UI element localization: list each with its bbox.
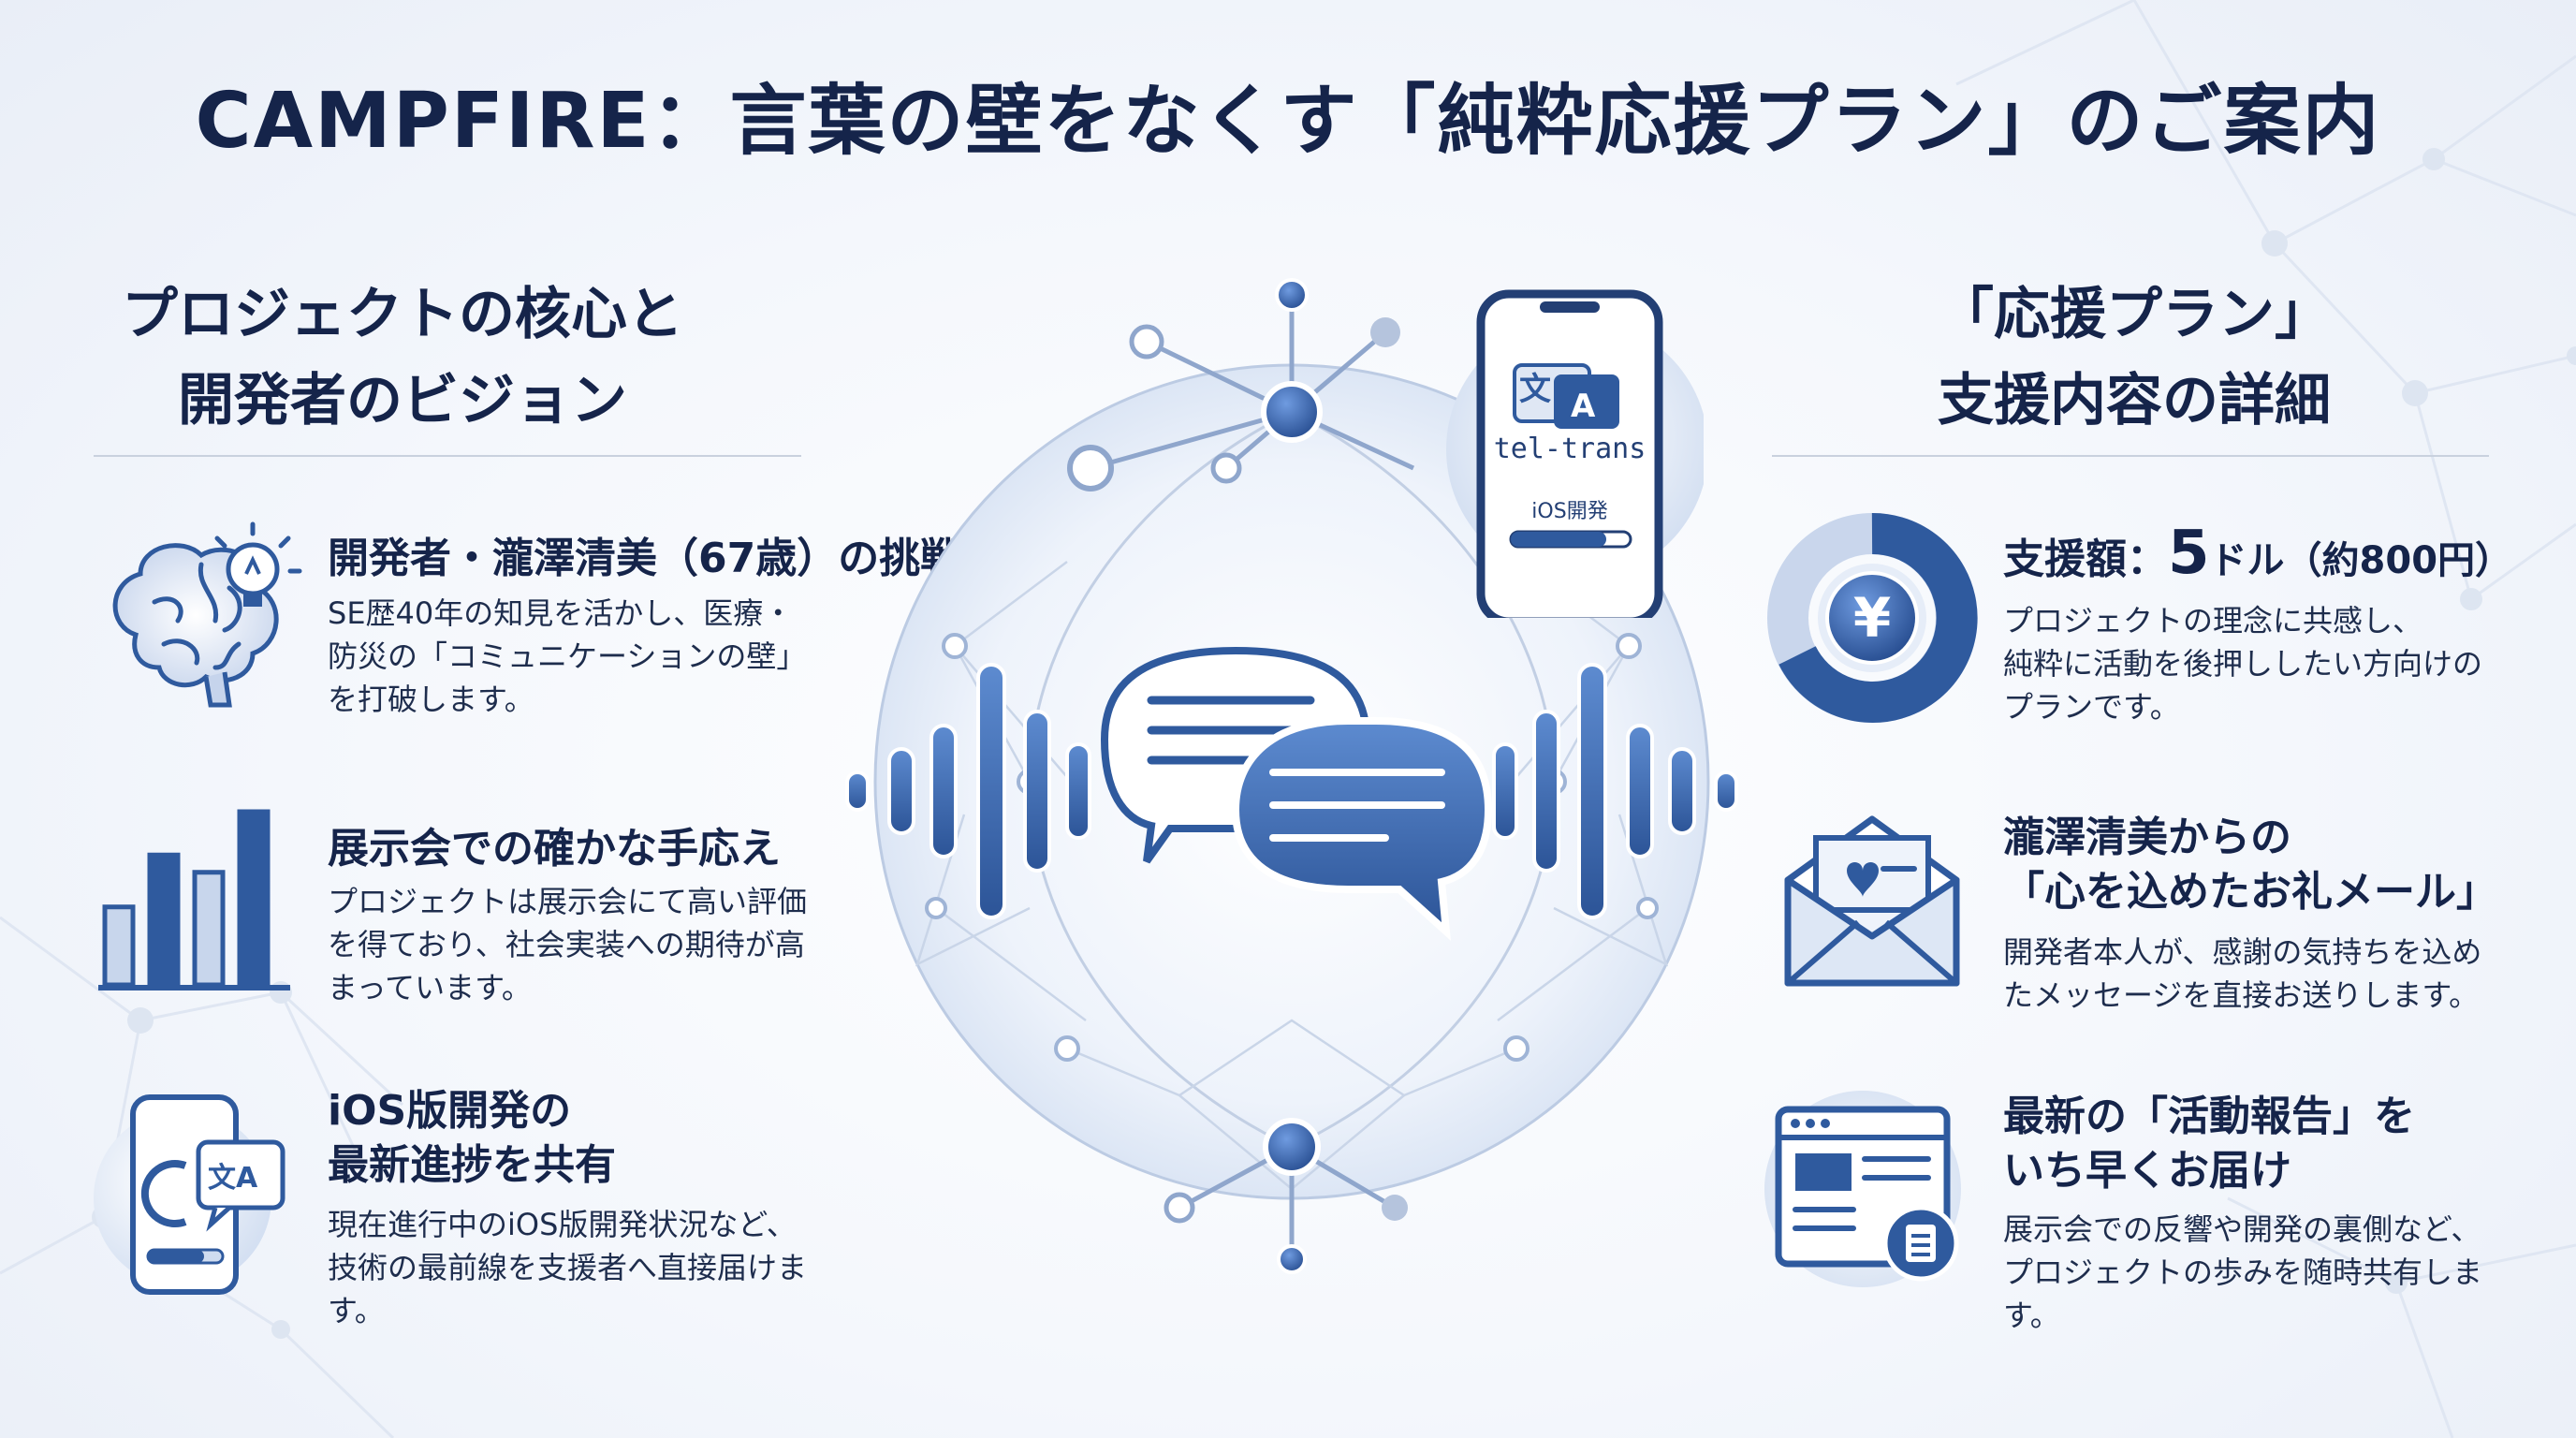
left-item-1-title: 開発者・瀧澤清美（67歳）の挑戦	[328, 535, 962, 582]
support-amount-unit: ドル（約800円）	[2209, 539, 2513, 582]
bar-chart-bar	[102, 904, 136, 988]
report-window-icon	[1764, 1091, 1961, 1287]
left-item-2-body-line: まっています。	[328, 970, 532, 1005]
sound-wave-left	[845, 663, 1091, 919]
chat-bubbles-icon	[1100, 646, 1493, 941]
left-item-1-body-line: SE歴40年の知見を活かし、医療・	[328, 595, 794, 631]
bar-chart-bar	[147, 852, 181, 988]
translate-icon: 文	[1519, 371, 1551, 408]
right-item-3-body-line: す。	[2003, 1298, 2060, 1333]
left-item-1-body: SE歴40年の知見を活かし、医療・ 防災の「コミュニケーションの壁」 を打破しま…	[328, 592, 806, 721]
svg-text:¥: ¥	[1853, 586, 1891, 650]
left-item-1-body-line: を打破します。	[328, 682, 534, 717]
left-item-3-title-line: iOS版開発の	[328, 1087, 572, 1135]
right-divider	[1772, 455, 2489, 457]
left-heading-line-1: プロジェクトの核心と	[122, 282, 683, 347]
page-title: CAMPFIRE：言葉の壁をなくす「純粋応援プラン」のご案内	[195, 77, 2381, 166]
bottom-network-nodes	[1164, 1118, 1408, 1274]
yen-coin-icon: ¥	[1767, 512, 1978, 723]
right-item-3-body-line: 展示会での反響や開発の裏側など、	[2003, 1211, 2481, 1247]
left-item-3-body-line: 技術の最前線を支援者へ直接届けま	[328, 1250, 808, 1285]
sound-wave-right	[1492, 663, 1738, 919]
left-item-3-title-line: 最新進捗を共有	[328, 1141, 616, 1189]
right-item-1-body-line: 純粋に活動を後押ししたい方向けの	[2003, 646, 2483, 682]
ios-progress-bar	[1511, 532, 1606, 547]
phone-frame: 文 A	[1446, 289, 1704, 618]
svg-text:A: A	[1571, 388, 1596, 425]
left-item-3-body-line: 現在進行中のiOS版開発状況など、	[328, 1207, 797, 1242]
right-item-2-body-line: 開発者本人が、感謝の気持ちを込め	[2003, 934, 2482, 970]
right-item-1-body: プロジェクトの理念に共感し、 純粋に活動を後押ししたい方向けの プランです。	[2003, 599, 2482, 728]
right-item-3-body-line: プロジェクトの歩みを随時共有しま	[2003, 1255, 2483, 1290]
left-heading-line-2: 開発者のビジョン	[178, 368, 627, 433]
left-item-1-body-line: 防災の「コミュニケーションの壁」	[328, 638, 807, 674]
bar-chart-icon	[98, 809, 290, 990]
support-amount-label: 支援額：	[2003, 536, 2168, 583]
right-item-3-body: 展示会での反響や開発の裏側など、 プロジェクトの歩みを随時共有しま す。	[2003, 1208, 2482, 1337]
right-item-2-title-line: 「心を込めたお礼メール」	[2003, 868, 2497, 916]
right-item-1-body-line: プロジェクトの理念に共感し、	[2003, 603, 2423, 638]
phone-mockup: 文 A tel-trans iOS開発	[1423, 281, 1704, 618]
bar-chart-bar	[237, 809, 271, 988]
top-network-nodes	[1067, 278, 1415, 492]
left-item-3-title: iOS版開発の 最新進捗を共有	[328, 1084, 616, 1193]
left-item-2-body: プロジェクトは展示会にて高い評価 を得ており、社会実装への期待が高 まっています…	[328, 880, 807, 1009]
right-item-2-title: 瀧澤清美からの 「心を込めたお礼メール」	[2003, 811, 2497, 919]
brain-lightbulb-icon	[112, 521, 302, 708]
right-item-2-body: 開発者本人が、感謝の気持ちを込め たメッセージを直接お送りします。	[2003, 931, 2481, 1017]
right-heading: 「応援プラン」 支援内容の詳細	[1811, 271, 2457, 444]
left-item-2-title: 展示会での確かな手応え	[328, 825, 781, 873]
left-item-3-body-line: す。	[328, 1293, 385, 1328]
phone-translate-icon: 文A	[94, 1094, 285, 1295]
right-item-3-title-line: いち早くお届け	[2003, 1147, 2291, 1195]
support-amount-value: 5	[2168, 519, 2210, 588]
left-item-3-body: 現在進行中のiOS版開発状況など、 技術の最前線を支援者へ直接届けま す。	[328, 1203, 807, 1332]
right-heading-line-2: 支援内容の詳細	[1938, 368, 2331, 433]
right-item-1-title: 支援額：5ドル（約800円）	[2003, 521, 2512, 594]
left-item-2-body-line: を得ており、社会実装への期待が高	[328, 927, 805, 962]
envelope-heart-icon	[1784, 815, 1960, 987]
right-item-3-title-line: 最新の「活動報告」を	[2003, 1093, 2415, 1140]
right-item-3-title: 最新の「活動報告」を いち早くお届け	[2003, 1090, 2415, 1198]
right-item-1-body-line: プランです。	[2003, 689, 2180, 725]
phone-app-name: tel-trans	[1493, 433, 1647, 465]
bar-chart-bar	[192, 870, 226, 988]
right-item-2-body-line: たメッセージを直接お送りします。	[2003, 977, 2480, 1013]
left-heading: プロジェクトの核心と 開発者のビジョン	[94, 271, 711, 444]
right-heading-line-1: 「応援プラン」	[1938, 282, 2331, 347]
right-item-2-title-line: 瀧澤清美からの	[2003, 814, 2291, 861]
svg-text:文A: 文A	[208, 1162, 258, 1195]
left-divider	[94, 455, 801, 457]
left-item-2-body-line: プロジェクトは展示会にて高い評価	[328, 884, 808, 919]
phone-status: iOS開発	[1531, 500, 1608, 523]
